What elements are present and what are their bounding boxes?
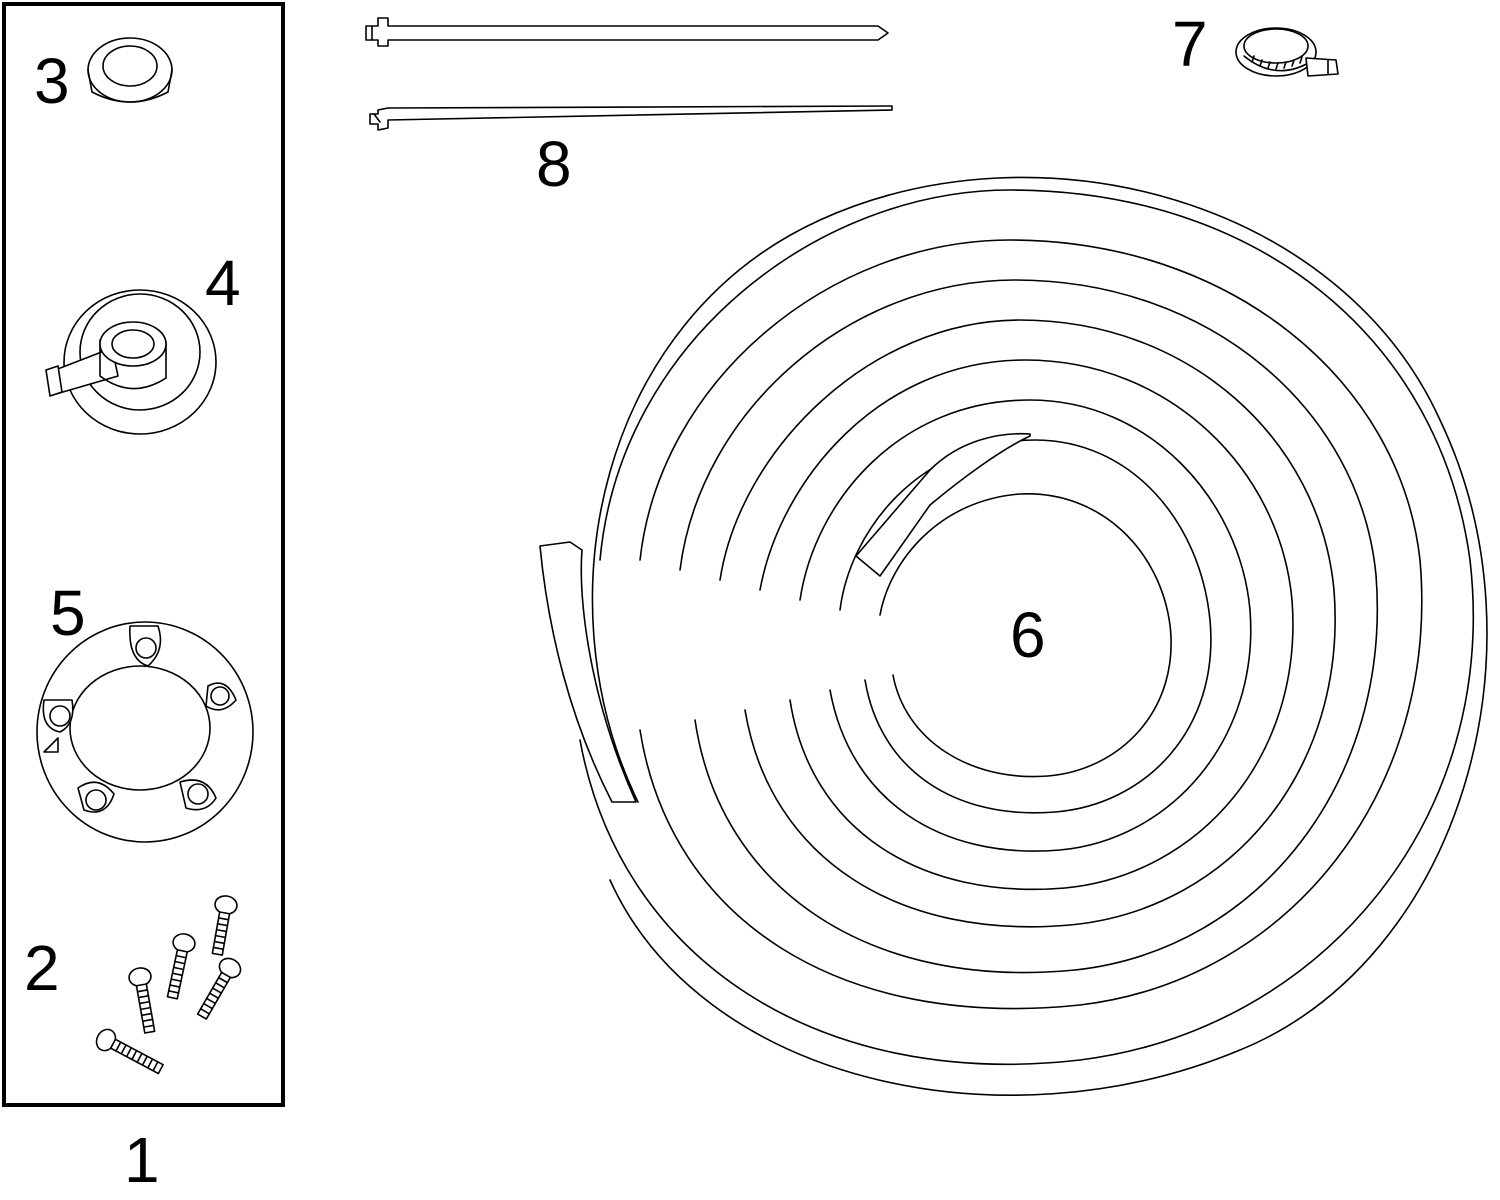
label-kit: 1 [124,1124,160,1196]
label-fitting: 4 [205,247,241,319]
hose-clamp-part [1235,27,1339,77]
label-flange: 5 [50,577,86,649]
label-grommet: 3 [34,45,70,117]
fitting-part [45,289,217,435]
kit-box [2,2,285,1107]
label-hose: 6 [1010,599,1046,671]
flange-part [36,621,254,843]
label-ties: 8 [536,128,572,200]
label-clamp: 7 [1172,8,1208,80]
grommet-part [87,37,173,103]
cable-ties-part [365,17,893,131]
label-screws: 2 [24,932,60,1004]
screws-part [95,895,242,1075]
coiled-hose-part [539,176,1488,1096]
